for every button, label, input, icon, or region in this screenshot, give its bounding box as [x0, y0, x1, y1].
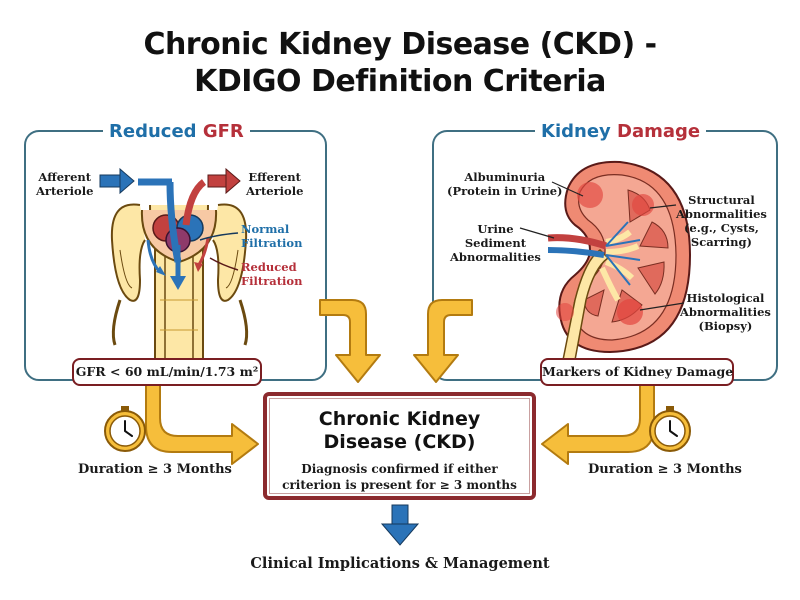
glomerulus-illustration [110, 178, 249, 386]
clock-icon-right [649, 406, 691, 452]
histological-pointer [639, 302, 685, 311]
gfr-title-part1: Reduced [109, 121, 197, 142]
gfr-criterion-badge: GFR < 60 mL/min/1.73 m² [72, 358, 262, 386]
albuminuria-label: Albuminuria (Protein in Urine) [447, 170, 563, 198]
afferent-label: Afferent Arteriole [36, 170, 94, 198]
reduced-filtration-label: Reduced Filtration [241, 260, 303, 288]
damage-panel-title: Kidney Damage [535, 121, 707, 142]
efferent-arrow [207, 167, 241, 195]
urine-sediment-label: Urine Sediment Abnormalities [450, 222, 541, 264]
damage-title-part1: Kidney [541, 121, 611, 142]
outcome-arrow [380, 504, 420, 546]
gfr-panel-title: Reduced GFR [103, 121, 250, 142]
ckd-box: Chronic Kidney Disease (CKD) Diagnosis c… [263, 392, 536, 500]
clock-icon-left [104, 406, 146, 452]
structural-pointer [649, 204, 677, 209]
structural-label: Structural Abnormalities (e.g., Cysts, S… [676, 193, 767, 249]
title-line-2: KDIGO Definition Criteria [194, 64, 606, 99]
albuminuria-pointer [551, 181, 584, 197]
duration-label-left: Duration ≥ 3 Months [78, 462, 232, 477]
clinical-implications-label: Clinical Implications & Management [250, 555, 550, 572]
damage-to-ckd-arrow [413, 299, 473, 383]
duration-label-right: Duration ≥ 3 Months [588, 462, 742, 477]
kidney-cross-section-illustration [547, 160, 692, 361]
histological-label: Histological Abnormalities (Biopsy) [680, 291, 771, 333]
ckd-title: Chronic Kidney Disease (CKD) [318, 408, 481, 453]
left-duration-arrow [145, 384, 259, 465]
right-duration-arrow [541, 384, 655, 465]
title-line-1: Chronic Kidney Disease (CKD) - [143, 27, 657, 62]
normal-filtration-label: Normal Filtration [241, 222, 303, 250]
gfr-title-part2: GFR [202, 121, 244, 142]
ckd-subtitle: Diagnosis confirmed if either criterion … [282, 462, 517, 492]
urine-pointer [519, 227, 555, 239]
damage-title-part2: Damage [617, 121, 701, 142]
afferent-arrow [99, 167, 135, 195]
reduced-pointer [209, 257, 239, 271]
efferent-label: Efferent Arteriole [246, 170, 304, 198]
normal-pointer [199, 232, 239, 241]
gfr-to-ckd-arrow [319, 299, 381, 383]
damage-criterion-badge: Markers of Kidney Damage [540, 358, 734, 386]
